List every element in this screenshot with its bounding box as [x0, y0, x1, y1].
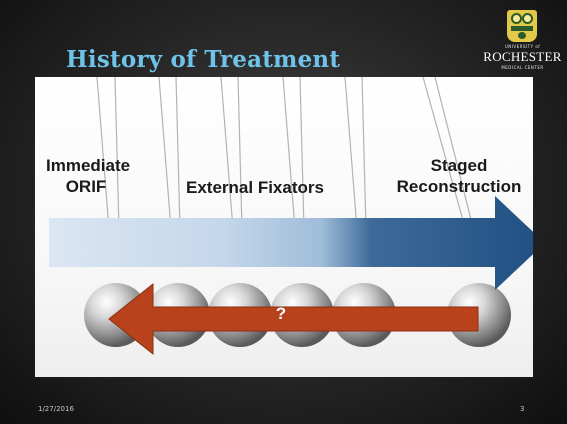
logo-medical-center: MEDICAL CENTER: [501, 65, 544, 70]
university-logo: UNIVERSITY of ROCHESTER MEDICAL CENTER: [480, 10, 565, 76]
crest-icon: [507, 10, 537, 42]
slide-title: History of Treatment: [66, 46, 341, 73]
label-immediate-orif: Immediate ORIF: [46, 156, 131, 196]
label-staged-reconstruction: Staged Reconstruction: [396, 156, 522, 196]
page-number: 3: [520, 405, 525, 413]
label-external-fixators: External Fixators: [186, 178, 324, 197]
question-mark: ?: [275, 304, 287, 323]
logo-rochester: ROCHESTER: [483, 49, 562, 64]
footer-date: 1/27/2016: [38, 405, 74, 413]
logo-university-of: UNIVERSITY of: [504, 44, 541, 49]
back-arrow: [108, 282, 479, 356]
forward-arrow: [49, 196, 533, 290]
newtons-cradle-image: [35, 77, 533, 377]
